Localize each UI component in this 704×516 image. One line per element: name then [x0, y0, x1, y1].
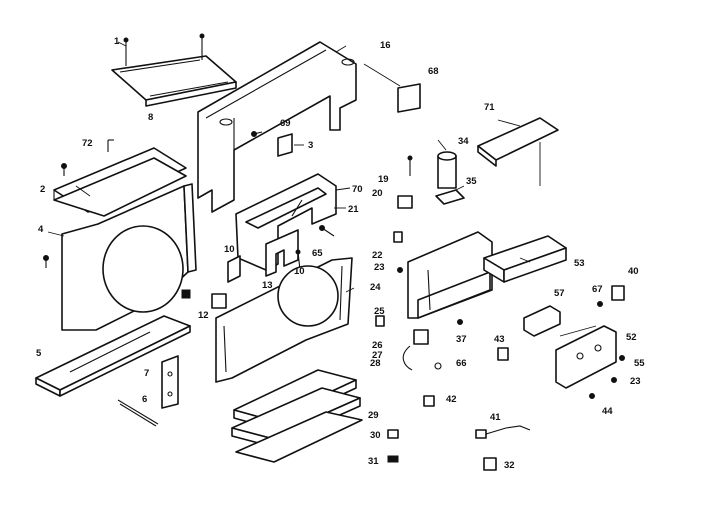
screw-65: [319, 225, 335, 237]
panel-71: [477, 117, 559, 167]
part-31: [387, 455, 399, 463]
callout-26: 26: [372, 340, 383, 351]
callout-67: 67: [592, 284, 603, 295]
callout-13: 13: [262, 280, 273, 291]
callout-30: 30: [370, 430, 381, 441]
callout-31: 31: [368, 456, 379, 467]
callout-7: 7: [144, 368, 149, 379]
part-37: [457, 319, 463, 325]
base-pan: [231, 387, 363, 463]
clip-11: [227, 255, 241, 283]
part-43: [497, 347, 509, 361]
callout-22: 22: [372, 250, 383, 261]
callout-28: 28: [370, 358, 381, 369]
callout-4: 4: [38, 224, 44, 235]
plug: [483, 457, 497, 471]
partition-panel: [215, 257, 353, 383]
side-rail: [483, 235, 567, 283]
screw-left-upper: [61, 163, 67, 176]
part-30: [387, 429, 399, 439]
fan-motor: [181, 289, 227, 309]
part-25: [375, 315, 385, 327]
callout-70: 70: [352, 184, 363, 195]
callout-27: 27: [372, 350, 383, 361]
back-cover-panel: [197, 41, 357, 213]
fan-shroud: [235, 173, 337, 271]
cabinet-housing: [53, 147, 197, 331]
callout-19: 19: [378, 174, 389, 185]
mounting-bracket: [161, 355, 179, 409]
small-panel: [397, 83, 421, 113]
callout-12: 12: [198, 310, 209, 321]
screw-69: [251, 131, 263, 137]
callout-43: 43: [494, 334, 505, 345]
callout-5: 5: [36, 348, 42, 359]
callout-24: 24: [370, 282, 381, 293]
callout-55: 55: [634, 358, 645, 369]
callout-34: 34: [458, 136, 469, 147]
callout-66: 66: [456, 358, 467, 369]
callout-3: 3: [308, 140, 313, 151]
base-rail: [35, 315, 191, 397]
callout-37: 37: [456, 334, 467, 345]
leader-lines: [47, 41, 597, 337]
cabinet-top-plate: [53, 157, 187, 217]
callout-29: 29: [368, 410, 379, 421]
capacitor-bracket: [435, 189, 465, 205]
callout-72: 72: [82, 138, 93, 149]
callout-40: 40: [628, 266, 639, 277]
screw-part-1: [123, 37, 129, 66]
screw-part-1b: [199, 33, 205, 60]
callout-44: 44: [602, 406, 613, 417]
control-panel: [555, 325, 617, 389]
callout-65: 65: [312, 248, 323, 259]
support-rod: [117, 399, 159, 427]
part-67: [597, 301, 603, 307]
callout-6: 6: [142, 394, 147, 405]
screw-44: [589, 393, 595, 399]
callout-2: 2: [40, 184, 45, 195]
screw-19: [407, 155, 413, 176]
screw-23-right: [611, 377, 617, 383]
power-cord: [475, 425, 531, 439]
callout-35: 35: [466, 176, 477, 187]
callout-69: 69: [280, 118, 291, 129]
part-66: [434, 362, 442, 370]
top-cover-plate: [111, 55, 237, 107]
callout-71: 71: [484, 102, 495, 113]
callout-labels: 1 8 16 68 69 3 72 2 4 5 6 7 10 12 13 10 …: [36, 36, 645, 471]
part-22: [393, 231, 403, 243]
thermostat: [402, 329, 429, 371]
bracket: [277, 133, 293, 157]
callout-57: 57: [554, 288, 565, 299]
callout-52: 52: [626, 332, 637, 343]
callout-11: 10: [224, 244, 235, 255]
part-40: [611, 285, 625, 301]
callout-53: 53: [574, 258, 585, 269]
part-42: [423, 395, 435, 407]
callout-10: 10: [294, 266, 305, 277]
screw-left-lower: [43, 255, 49, 268]
callout-42: 42: [446, 394, 457, 405]
callout-1: 1: [114, 36, 120, 47]
control-box-bracket: [407, 231, 493, 319]
screw-55: [619, 355, 625, 361]
bracket-72: [107, 139, 114, 152]
relay: [397, 195, 413, 209]
mount-bracket-13: [265, 229, 299, 277]
switch-57: [523, 305, 561, 337]
callout-8: 8: [148, 112, 153, 123]
callout-23-right: 23: [630, 376, 641, 387]
callout-41: 41: [490, 412, 501, 423]
screw-23-left: [397, 267, 403, 273]
callout-16: 16: [380, 40, 391, 51]
capacitor: [437, 151, 457, 189]
callout-25: 25: [374, 306, 385, 317]
callout-23-left: 23: [374, 262, 385, 273]
callout-68: 68: [428, 66, 439, 77]
callout-32: 32: [504, 460, 515, 471]
callout-21: 21: [348, 204, 359, 215]
callout-20: 20: [372, 188, 383, 199]
